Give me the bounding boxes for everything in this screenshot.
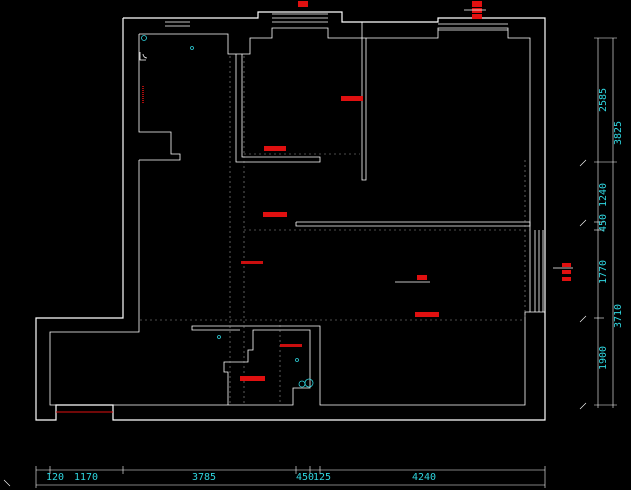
dim-right-7: 1900: [598, 346, 609, 370]
dim-right-5: 1770: [598, 260, 609, 284]
dashed-outlines: [140, 56, 530, 405]
bottom-dimension-chain: 120 1170 3785 450 125 4240: [35, 466, 546, 488]
dim-bottom-6: 4240: [412, 472, 436, 483]
windows: [165, 13, 544, 312]
fixtures: [141, 35, 314, 388]
dim-bottom-2: 1170: [74, 472, 98, 483]
right-dimension-chain: 2585 3825 1240 450 1770 3710 1900: [594, 37, 624, 408]
dim-right-2: 3825: [613, 121, 624, 145]
room-tags: [240, 1, 573, 381]
dim-bottom-3: 3785: [192, 472, 216, 483]
exterior-walls: [35, 11, 546, 421]
tick-marks: [3, 159, 587, 487]
dim-bottom-1: 120: [46, 472, 64, 483]
dim-bottom-5: 125: [313, 472, 331, 483]
dim-right-6: 3710: [613, 304, 624, 328]
dim-right-1: 2585: [598, 88, 609, 112]
interior-walls: [139, 38, 531, 227]
dim-right-3: 1240: [598, 183, 609, 207]
dim-right-4: 450: [598, 214, 609, 232]
dim-bottom-4: 450: [296, 472, 314, 483]
